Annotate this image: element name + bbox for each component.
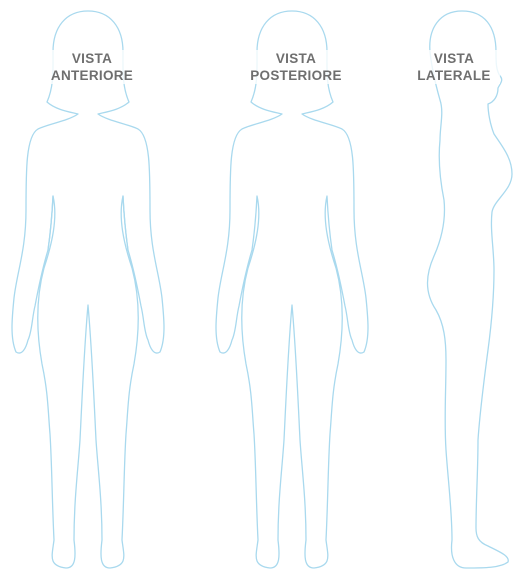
front-view-label-line1: VISTA [36,50,148,67]
back-view-label-line1: VISTA [232,50,360,67]
front-view-outline [12,11,164,568]
front-view-figure [12,11,164,568]
side-view-figure [428,11,513,568]
back-view-label-line2: POSTERIORE [232,67,360,84]
front-right-arm-inner-line [123,196,128,250]
side-view-outline [428,11,513,568]
side-view-label: VISTA LATERALE [408,50,500,84]
back-view-label: VISTA POSTERIORE [232,50,360,84]
side-view-label-line2: LATERALE [408,67,500,84]
back-view-figure [216,11,368,568]
back-view-outline [216,11,368,568]
front-view-label: VISTA ANTERIORE [36,50,148,84]
side-view-label-line1: VISTA [408,50,500,67]
front-view-label-line2: ANTERIORE [36,67,148,84]
front-left-arm-inner-line [48,196,53,250]
